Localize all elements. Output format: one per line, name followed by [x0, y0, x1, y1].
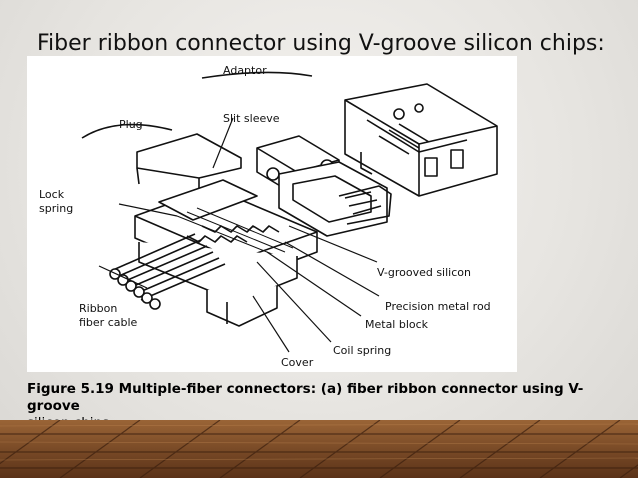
metal-block [138, 242, 298, 327]
connector-drawing [81, 71, 498, 353]
receptacle-housing [344, 83, 498, 197]
label-lock-spring-line2: spring [39, 202, 74, 215]
leader-lines [98, 117, 380, 353]
slide-title: Fiber ribbon connector using V-groove si… [37, 31, 605, 56]
label-ribbon-line1: Ribbon [79, 302, 118, 315]
label-slit-sleeve: Slit sleeve [223, 112, 280, 125]
label-v-grooved-silicon: V-grooved silicon [377, 266, 471, 279]
label-precision-metal-rod: Precision metal rod [385, 300, 491, 313]
adaptor-frame [278, 161, 392, 237]
ribbon-fiber-cable [109, 233, 226, 310]
plug-bracket [81, 123, 173, 139]
adaptor-bracket [201, 71, 313, 79]
label-plug: Plug [119, 118, 143, 131]
label-cover: Cover [281, 356, 314, 369]
plug-top-cover [136, 133, 242, 192]
label-lock-spring-line1: Lock [39, 188, 65, 201]
label-adaptor: Adaptor [223, 64, 267, 77]
wood-floor-planks [0, 420, 638, 478]
wood-floor [0, 420, 638, 478]
label-ribbon-line2: fiber cable [79, 316, 138, 329]
connector-diagram: Adaptor Plug Slit sleeve Lock spring Rib… [27, 56, 517, 372]
label-metal-block: Metal block [365, 318, 429, 331]
label-coil-spring: Coil spring [333, 344, 392, 357]
caption-bold-text: Figure 5.19 Multiple-fiber connectors: (… [27, 381, 584, 414]
